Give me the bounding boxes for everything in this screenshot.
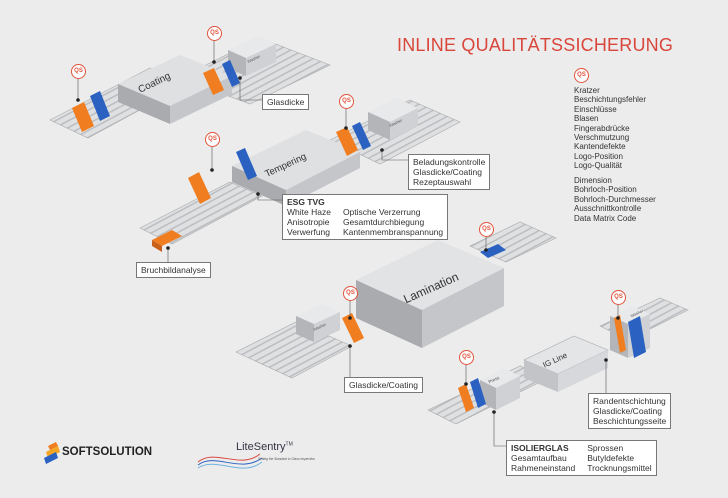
washer bbox=[368, 98, 418, 122]
leader-line bbox=[239, 78, 262, 101]
callout-line: White Haze bbox=[287, 207, 331, 217]
litesentry-tagline: Setting the Standard in Glass Inspection bbox=[258, 457, 315, 461]
litesentry-logo-mark bbox=[197, 453, 263, 469]
legend-item: Beschichtungsfehler bbox=[574, 95, 647, 105]
callout-heading: ESG TVG bbox=[287, 197, 325, 207]
callout-glasdicke-coating: Glasdicke/Coating bbox=[344, 377, 423, 393]
callout-line: Randentschichtung bbox=[593, 396, 666, 406]
callout-isolierglas: ISOLIERGLAS Sprossen Gesamtaufbau Butyld… bbox=[506, 440, 657, 476]
legend-item: Dimension bbox=[574, 176, 612, 185]
litesentry-name: LiteSentry bbox=[236, 441, 286, 453]
callout-randentschichtung: Randentschichtung Glasdicke/Coating Besc… bbox=[588, 393, 672, 429]
qs-badge: QS bbox=[71, 64, 86, 79]
coating-machine bbox=[118, 55, 232, 106]
dimension-list: Dimension Bohrloch-Position Bohrloch-Dur… bbox=[574, 176, 656, 223]
litesentry-tm: TM bbox=[285, 441, 293, 448]
softsolution-logo-mark bbox=[44, 442, 60, 464]
qs-badge: QS bbox=[459, 350, 474, 365]
press-label: Press bbox=[488, 375, 501, 385]
orange-gate bbox=[72, 102, 94, 132]
blue-gate bbox=[628, 316, 646, 358]
callout-line: Gesamtaufbau bbox=[511, 453, 567, 463]
callout-beladung: Beladungskontrolle Glasdicke/Coating Rez… bbox=[408, 154, 491, 190]
orange-gate bbox=[336, 127, 358, 156]
leader-line bbox=[381, 150, 408, 161]
callout-line: Trocknungsmittel bbox=[587, 463, 652, 473]
legend-item: Einschlüsse bbox=[574, 104, 617, 114]
callout-heading: ISOLIERGLAS bbox=[511, 443, 569, 453]
orange-gate bbox=[458, 384, 474, 412]
callout-line: Kantenmembranspannung bbox=[342, 227, 444, 237]
legend-item: Data Matrix Code bbox=[574, 213, 637, 223]
break-analysis-station bbox=[152, 230, 182, 246]
legend-item: Logo-Qualität bbox=[574, 161, 623, 171]
callout-line: Gesamtdurchbiegung bbox=[342, 217, 425, 227]
coating-line: Coating Washer bbox=[49, 36, 331, 139]
leader-line bbox=[493, 412, 506, 447]
softsolution-logo: SOFTSOLUTION bbox=[62, 446, 153, 458]
washer-label: Washer bbox=[246, 53, 261, 64]
washer-label: Washer bbox=[388, 117, 403, 128]
callout-line: Glasdicke/Coating bbox=[413, 167, 482, 177]
washer bbox=[228, 36, 276, 58]
litesentry-logo: LiteSentryTM bbox=[236, 441, 293, 453]
legend-item: Ausschnittkontrolle bbox=[574, 204, 642, 214]
qs-legend-badge: QS bbox=[574, 68, 589, 83]
callout-line: Optische Verzerrung bbox=[342, 207, 421, 217]
lamination-machine bbox=[356, 240, 504, 310]
orange-gate bbox=[342, 313, 364, 343]
ig-line: IG Line Press Washer bbox=[427, 297, 689, 425]
blue-gate bbox=[480, 244, 506, 258]
qs-badge: QS bbox=[611, 290, 626, 305]
blue-gate bbox=[222, 60, 240, 87]
callout-line: Sprossen bbox=[587, 443, 624, 453]
legend-item: Blasen bbox=[574, 114, 599, 124]
callout-line: Rahmeneinstand bbox=[511, 463, 576, 473]
blue-gate bbox=[470, 378, 486, 408]
defect-list: Kratzer Beschichtungsfehler Einschlüsse … bbox=[574, 86, 646, 171]
legend-item: Kantendefekte bbox=[574, 142, 626, 152]
blue-gate bbox=[352, 122, 371, 150]
orange-gate bbox=[203, 68, 224, 95]
callout-esg: ESG TVG White Haze Optische Verzerrung A… bbox=[282, 194, 449, 240]
legend-item: Verschmutzung bbox=[574, 133, 630, 143]
blue-gate bbox=[236, 148, 257, 180]
qs-badge: QS bbox=[343, 286, 358, 301]
leader-line bbox=[257, 194, 282, 201]
qs-badge: QS bbox=[207, 26, 222, 41]
legend-item: Logo-Position bbox=[574, 151, 623, 161]
blue-gate bbox=[90, 91, 110, 121]
callout-line: Beladungskontrolle bbox=[413, 157, 486, 167]
washer-label: Washer bbox=[630, 308, 645, 319]
callout-line: Rezeptauswahl bbox=[413, 177, 472, 187]
washer bbox=[296, 304, 340, 324]
tempering-line: Tempering Washer bbox=[139, 98, 461, 252]
callout-line: Glasdicke/Coating bbox=[593, 406, 662, 416]
callout-line: Butyldefekte bbox=[587, 453, 635, 463]
legend-item: Bohrloch-Position bbox=[574, 185, 637, 195]
lamination-line: Lamination Washer bbox=[235, 221, 557, 379]
orange-gate bbox=[614, 315, 626, 353]
legend-item: Bohrloch-Durchmesser bbox=[574, 194, 656, 204]
callout-bruchbild: Bruchbildanalyse bbox=[136, 262, 211, 278]
callout-line: Anisotropie bbox=[287, 217, 330, 227]
washer-label: Washer bbox=[312, 321, 327, 332]
legend-item: Kratzer bbox=[574, 86, 600, 95]
press bbox=[480, 368, 520, 388]
callout-line: Beschichtungsseite bbox=[593, 416, 667, 426]
callout-line: Verwerfung bbox=[287, 227, 330, 237]
page-title: INLINE QUALITÄTSSICHERUNG bbox=[397, 35, 674, 55]
orange-gate bbox=[188, 172, 211, 204]
tempering-furnace bbox=[232, 130, 360, 190]
qs-badge: QS bbox=[339, 94, 354, 109]
qs-badge: QS bbox=[205, 132, 220, 147]
legend-item: Fingerabdrücke bbox=[574, 123, 630, 133]
leader-dots bbox=[76, 60, 620, 414]
callout-glasdicke: Glasdicke bbox=[262, 94, 310, 110]
qs-badge: QS bbox=[479, 222, 494, 237]
